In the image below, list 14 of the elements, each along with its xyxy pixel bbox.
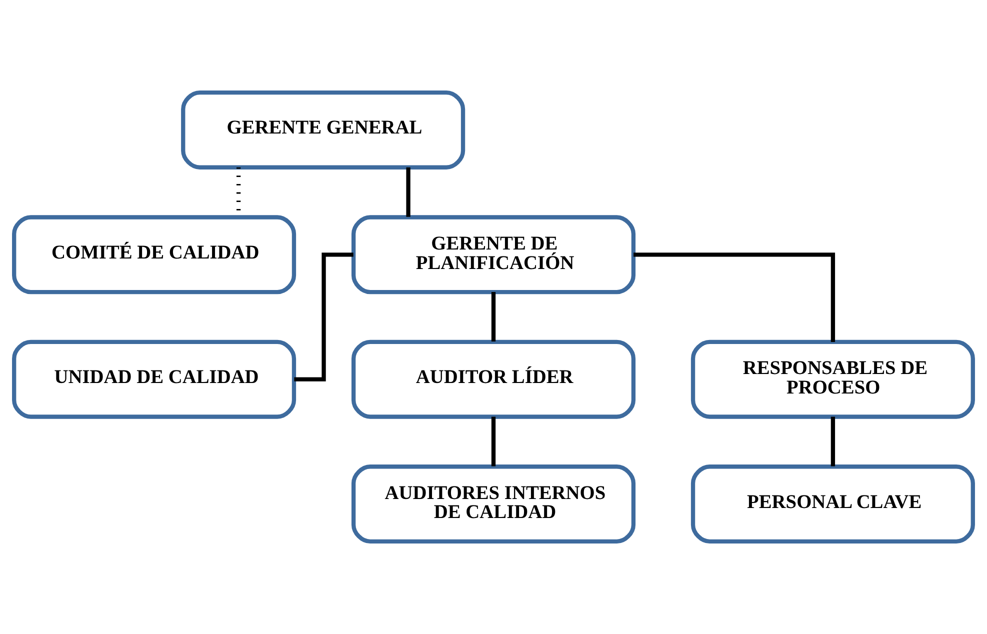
node-box: UNIDAD DE CALIDAD (12, 340, 296, 419)
node-box: RESPONSABLES DE PROCESO (690, 340, 975, 419)
connector (830, 416, 836, 466)
node-box: COMITÉ DE CALIDAD (12, 215, 296, 294)
connector (406, 167, 410, 217)
connector (634, 252, 836, 342)
node-box: GERENTE GENERAL (181, 90, 466, 170)
connector (491, 416, 496, 466)
node-box: PERSONAL CLAVE (690, 464, 975, 544)
node-box: AUDITORES INTERNOS DE CALIDAD (351, 464, 636, 544)
connector (294, 252, 354, 382)
connector (491, 292, 496, 342)
node-box: GERENTE DE PLANIFICACIÓN (351, 215, 636, 294)
node-box: AUDITOR LÍDER (351, 340, 636, 419)
